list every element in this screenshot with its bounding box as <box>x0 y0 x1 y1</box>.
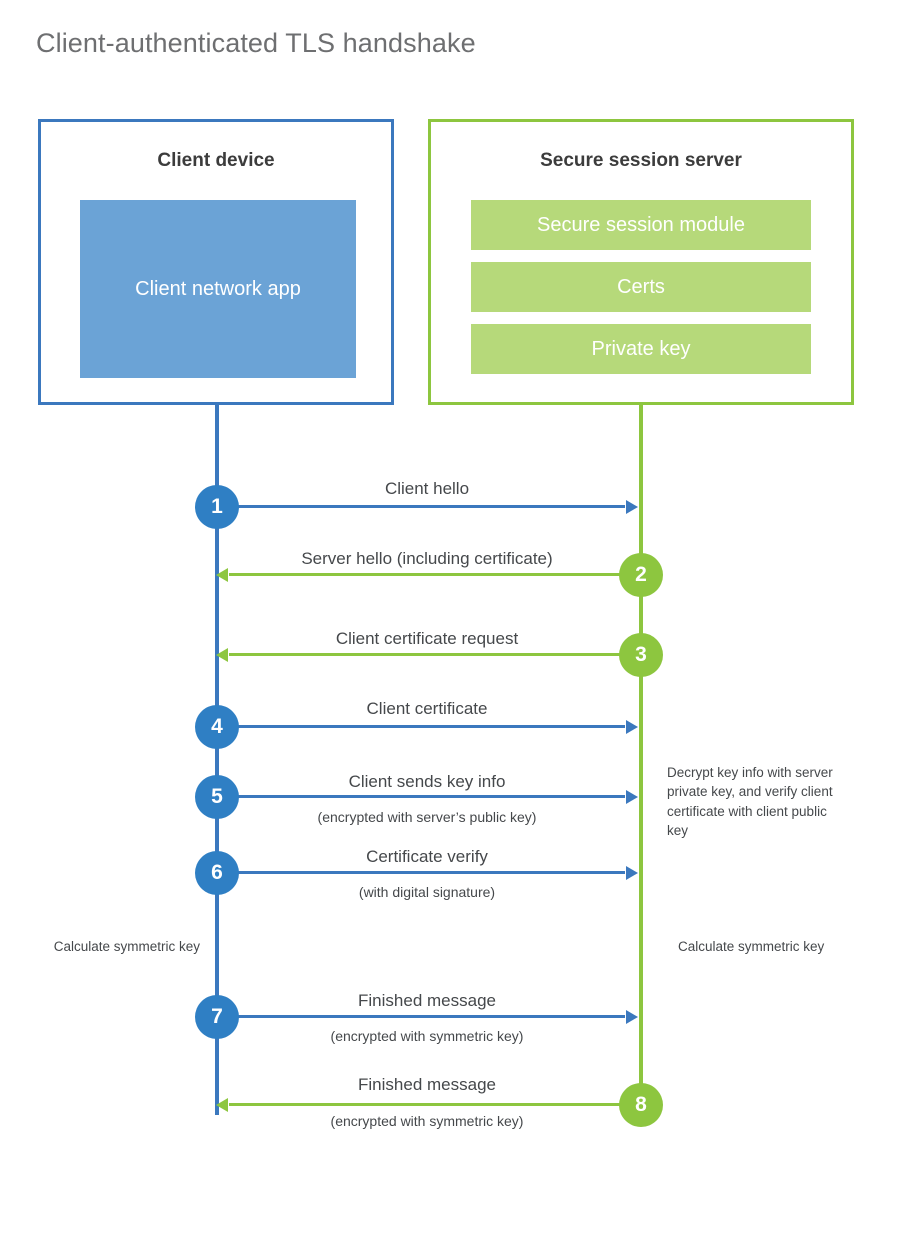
arrow-step-5 <box>217 789 638 804</box>
client-network-app-block: Client network app <box>80 200 356 378</box>
server-lifeline <box>639 405 643 1105</box>
arrowhead-right-icon <box>626 1009 638 1024</box>
step-circle-2[interactable]: 2 <box>619 553 663 597</box>
step-circle-4[interactable]: 4 <box>195 705 239 749</box>
step-circle-6[interactable]: 6 <box>195 851 239 895</box>
label-step-2: Server hello (including certificate) <box>301 549 553 568</box>
sublabel-step-7: (encrypted with symmetric key) <box>330 1028 524 1044</box>
arrow-step-7 <box>217 1009 638 1024</box>
secure-session-server-title: Secure session server <box>540 150 742 171</box>
arrowhead-left-icon <box>216 1097 228 1112</box>
label-step-4: Client certificate <box>366 699 488 718</box>
arrow-step-4 <box>217 719 638 734</box>
server-module-private-key: Private key <box>471 324 811 374</box>
note-client-calculate-symmetric-key: Calculate symmetric key <box>53 939 200 954</box>
arrowhead-right-icon <box>626 865 638 880</box>
arrow-step-3 <box>216 647 621 662</box>
arrow-step-8 <box>216 1097 621 1112</box>
step-circle-8[interactable]: 8 <box>619 1083 663 1127</box>
label-step-8: Finished message <box>358 1075 496 1094</box>
label-step-5: Client sends key info <box>348 772 506 791</box>
step-circle-5[interactable]: 5 <box>195 775 239 819</box>
arrow-step-1 <box>217 499 638 514</box>
client-device-box: Client device Client network app <box>38 119 394 405</box>
secure-session-server-box: Secure session server Secure session mod… <box>428 119 854 405</box>
label-step-3: Client certificate request <box>335 629 519 648</box>
label-step-7: Finished message <box>358 991 496 1010</box>
step-circle-7[interactable]: 7 <box>195 995 239 1039</box>
sublabel-step-8: (encrypted with symmetric key) <box>330 1113 524 1129</box>
sublabel-step-5: (encrypted with server’s public key) <box>317 809 537 825</box>
server-module-secure-session: Secure session module <box>471 200 811 250</box>
sublabel-step-6: (with digital signature) <box>358 884 496 900</box>
note-server-calculate-symmetric-key: Calculate symmetric key <box>678 939 825 954</box>
arrowhead-right-icon <box>626 719 638 734</box>
label-step-1: Client hello <box>384 479 470 498</box>
label-step-6: Certificate verify <box>366 847 488 866</box>
page-title: Client-authenticated TLS handshake <box>36 28 476 58</box>
step-circle-3[interactable]: 3 <box>619 633 663 677</box>
step-circle-1[interactable]: 1 <box>195 485 239 529</box>
arrowhead-right-icon <box>626 789 638 804</box>
arrowhead-right-icon <box>626 499 638 514</box>
note-server-decrypt: Decrypt key info with server private key… <box>667 765 833 838</box>
server-module-list: Secure session module Certs Private key <box>471 200 811 374</box>
client-device-title: Client device <box>157 150 275 171</box>
arrow-step-6 <box>217 865 638 880</box>
arrowhead-left-icon <box>216 567 228 582</box>
arrowhead-left-icon <box>216 647 228 662</box>
server-module-certs: Certs <box>471 262 811 312</box>
client-lifeline <box>215 405 219 1115</box>
arrow-step-2 <box>216 567 621 582</box>
